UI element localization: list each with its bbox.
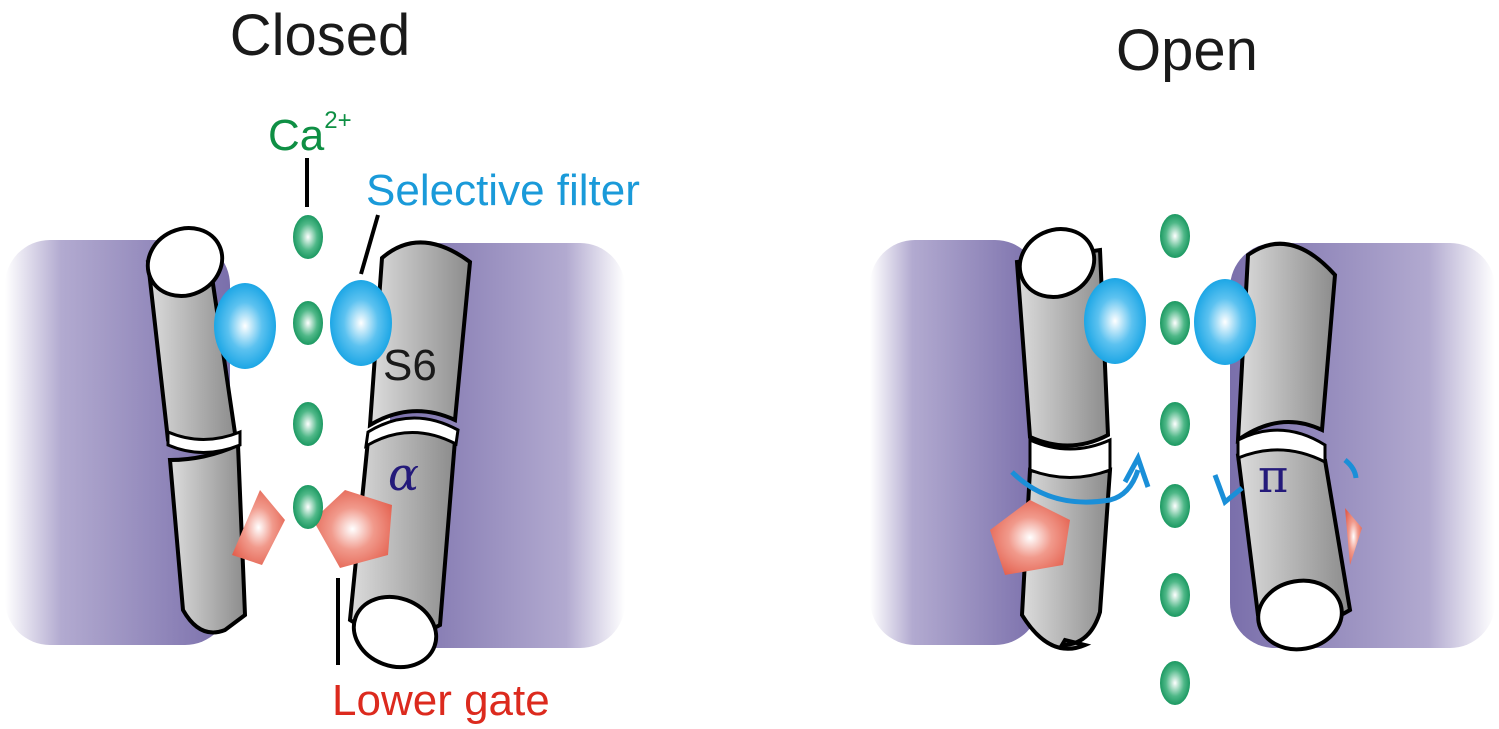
rotation-arrow-left [1010, 469, 1141, 505]
filter-leader-line [359, 214, 380, 275]
selective-filter-right [1194, 279, 1256, 365]
lower-gate-right [313, 490, 392, 568]
helix-bottom-cap [1256, 578, 1344, 652]
ion [1160, 301, 1190, 345]
left-helix [145, 226, 248, 635]
ion-label: Ca2+ [268, 107, 352, 160]
ion [293, 301, 323, 345]
closed-title: Closed [230, 3, 411, 68]
ion [1160, 661, 1190, 705]
selective-filter-left [214, 283, 276, 369]
selective-filter-label: Selective filter [366, 166, 640, 215]
helix-bottom-cap [351, 594, 439, 670]
lower-gate-label: Lower gate [332, 676, 550, 725]
helix-top-cap [145, 226, 225, 298]
closed-panel: Closed S6 α [5, 3, 640, 725]
ion [293, 485, 323, 529]
rotation-arrowhead-left [1122, 451, 1151, 488]
open-panel: Open π [870, 18, 1495, 705]
rotation-arrowhead-right [1212, 474, 1244, 507]
open-title: Open [1116, 18, 1258, 83]
s6-label: S6 [383, 341, 437, 390]
lower-gate-left [232, 490, 285, 565]
ion [1160, 573, 1190, 617]
alpha-helix-symbol: α [388, 447, 419, 501]
selective-filter-left [1084, 278, 1146, 364]
ion [1160, 214, 1190, 258]
rotation-arrow-right [1343, 458, 1359, 479]
membrane-left [870, 240, 1040, 645]
right-helix-pi: π [1235, 241, 1353, 652]
pi-helix-symbol: π [1258, 449, 1288, 503]
ion [1160, 484, 1190, 528]
ion [293, 402, 323, 446]
lower-gate-left [990, 500, 1070, 575]
helix-top-cap [1017, 227, 1097, 299]
lower-gate-right [1345, 508, 1362, 565]
calcium-ions [1160, 214, 1190, 705]
ion [1160, 402, 1190, 446]
selective-filter-right [330, 280, 392, 366]
ion [293, 215, 323, 259]
right-helix-s6: S6 α [347, 240, 473, 670]
calcium-ions [293, 215, 323, 529]
